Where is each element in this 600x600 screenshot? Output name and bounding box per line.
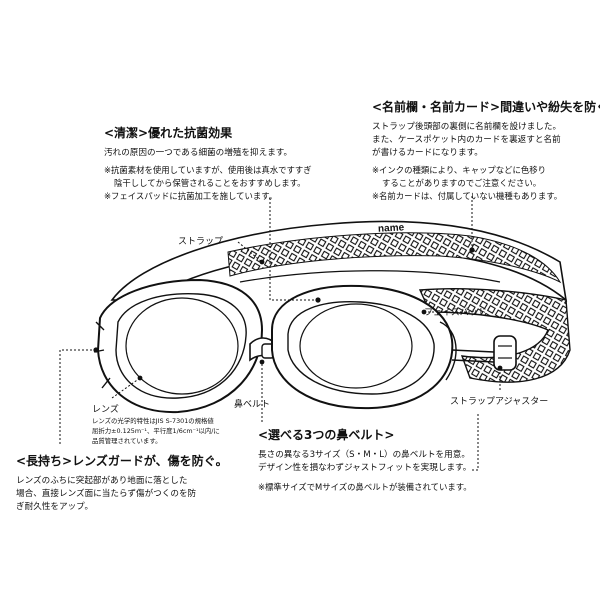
nosebelt-note: ※標準サイズでMサイズの鼻ベルトが装備されています。 — [258, 482, 472, 492]
durability-line-2: 場合、直接レンズ面に当たらず傷がつくのを防 — [16, 489, 197, 499]
nosebelt-label: 鼻ベルト — [234, 400, 271, 410]
nose-belt — [249, 337, 277, 362]
leader-dots — [93, 247, 503, 381]
durability-heading: <長持ち>レンズガードが、傷を防ぐ。 — [16, 454, 228, 468]
name-print: name — [378, 222, 405, 234]
facepad-label: フェイスパッド — [424, 308, 487, 318]
lens-spec-line-3: 品質管理されています。 — [92, 437, 162, 445]
lens-spec-line-1: レンズの光学的特性はJIS S-7301の規格値 — [92, 417, 214, 425]
namecard-note-1-cont: することがありますのでご注意ください。 — [382, 178, 542, 188]
durability-line-1: レンズのふちに突起部があり地面に落とした — [16, 476, 188, 486]
strap-adjuster — [451, 335, 517, 371]
namecard-line-1: ストラップ後頭部の裏側に名前欄を設けました。 — [372, 122, 562, 132]
adjuster-label: ストラップアジャスター — [450, 397, 549, 407]
namecard-note-1: ※インクの種類により、キャップなどに色移り — [372, 165, 547, 175]
lens-label: レンズ — [92, 405, 119, 415]
hygiene-note-1: ※抗菌素材を使用していますが、使用後は真水ですすぎ — [104, 165, 312, 175]
strap-label: ストラップ — [178, 237, 224, 247]
durability-line-3: ぎ耐久性をアップ。 — [16, 502, 94, 512]
nosebelt-heading: <選べる3つの鼻ベルト> — [258, 428, 395, 442]
nosebelt-section: <選べる3つの鼻ベルト> 長さの異なる3サイズ（S・M・L）の鼻ベルトを用意。 … — [258, 426, 472, 494]
namecard-note-2: ※名前カードは、付属していない機種もあります。 — [372, 191, 563, 201]
hygiene-note-2: ※フェイスパッドに抗菌加工を施しています。 — [104, 191, 278, 201]
hygiene-section: <清潔>優れた抗菌効果 汚れの原因の一つである細菌の増殖を抑えます。 ※抗菌素材… — [104, 124, 312, 203]
hygiene-heading: <清潔>優れた抗菌効果 — [104, 126, 233, 140]
namecard-heading: <名前欄・名前カード>間違いや紛失を防ぐ。 — [372, 100, 600, 114]
namecard-line-2: また、ケースポケット内のカードを裏返すと名前 — [372, 135, 561, 145]
durability-section: <長持ち>レンズガードが、傷を防ぐ。 レンズのふちに突起部があり地面に落とした … — [16, 452, 228, 514]
lens-spec-line-2: 屈折力±0.125m⁻¹、平行度1/6cm⁻¹以内/に — [92, 427, 220, 435]
hygiene-note-1-cont: 陰干ししてから保管されることをおすすめします。 — [114, 178, 306, 188]
right-lens — [271, 284, 457, 410]
namecard-line-3: が書けるカードになります。 — [372, 148, 483, 158]
nosebelt-line-2: デザイン性を損なわずジャストフィットを実現します。 — [258, 463, 472, 473]
namecard-section: <名前欄・名前カード>間違いや紛失を防ぐ。 ストラップ後頭部の裏側に名前欄を設け… — [372, 98, 600, 203]
leader-lines — [59, 196, 501, 471]
nosebelt-line-1: 長さの異なる3サイズ（S・M・L）の鼻ベルトを用意。 — [258, 450, 470, 460]
hygiene-body: 汚れの原因の一つである細菌の増殖を抑えます。 — [104, 148, 293, 158]
